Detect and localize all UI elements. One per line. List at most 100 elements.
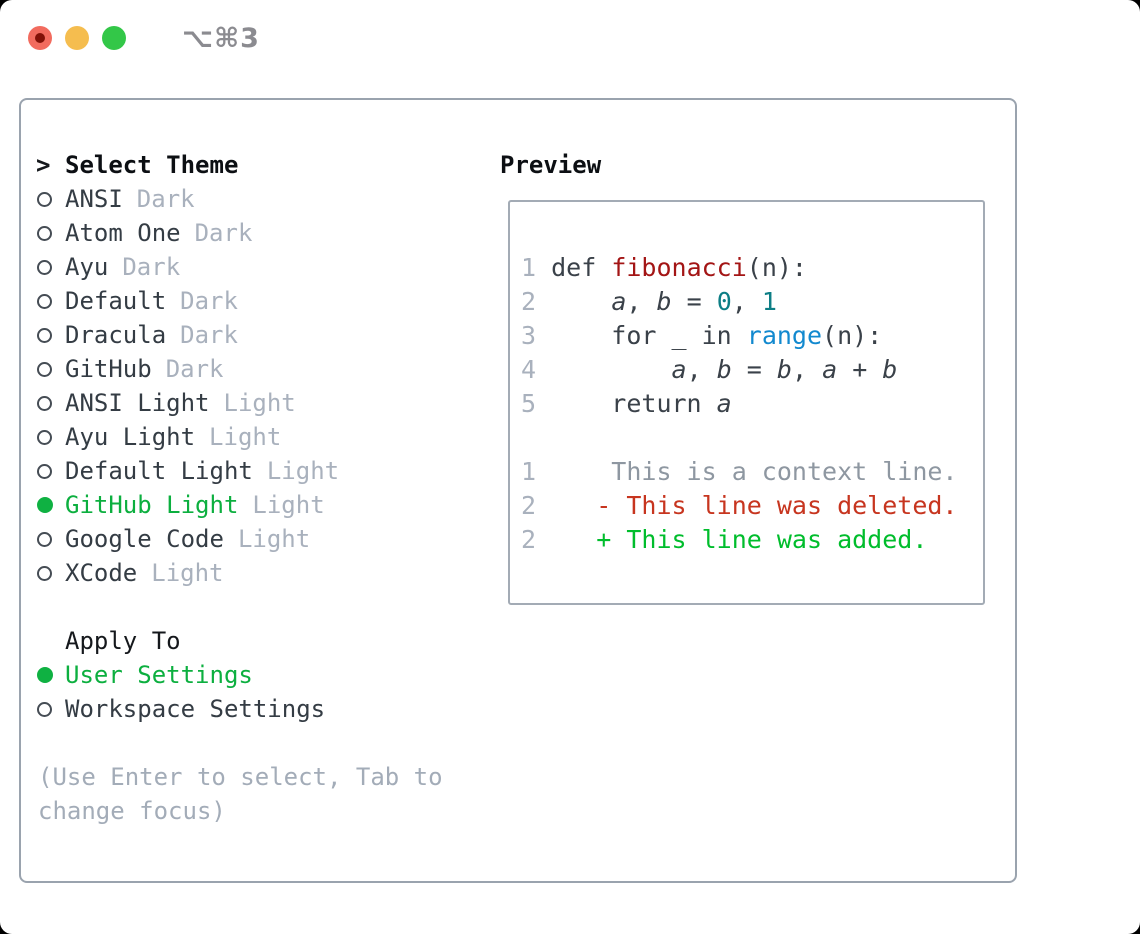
- apply-option-user-settings[interactable]: User Settings: [36, 658, 476, 692]
- marker-slot: [36, 701, 65, 717]
- marker-slot: [36, 667, 65, 683]
- code-token-var: b: [776, 355, 792, 384]
- code-token-deleted: - This line was deleted.: [551, 491, 958, 520]
- code-token-context: This is a context line.: [551, 457, 958, 486]
- apply-option-workspace-settings[interactable]: Workspace Settings: [36, 692, 476, 726]
- theme-name: Atom One: [65, 219, 181, 247]
- code-token-var: b: [716, 355, 732, 384]
- theme-name: Ayu: [65, 253, 109, 281]
- radio-icon: [37, 565, 52, 581]
- code-token-plain: return: [551, 389, 717, 418]
- theme-variant-tag: Dark: [194, 219, 253, 247]
- spacer: [36, 590, 476, 624]
- marker-slot: [36, 429, 65, 445]
- close-dot-icon: [35, 33, 45, 43]
- close-button[interactable]: [28, 26, 52, 50]
- theme-variant-tag: Light: [151, 559, 224, 587]
- code-token-plain: +: [837, 355, 883, 384]
- code-token-var: a: [716, 389, 732, 418]
- code-token-plain: [551, 355, 671, 384]
- code-line: [521, 421, 983, 455]
- code-token-builtin: range: [746, 321, 823, 350]
- theme-name: XCode: [65, 559, 138, 587]
- line-number: 5: [521, 389, 537, 418]
- theme-name: Ayu Light: [65, 423, 196, 451]
- radio-icon: [37, 259, 52, 275]
- theme-variant-tag: Dark: [165, 355, 224, 383]
- prompt-icon: >: [36, 151, 51, 179]
- code-token-plain: [551, 287, 611, 316]
- code-token-plain: =: [671, 287, 717, 316]
- code-line: 1 This is a context line.: [521, 455, 983, 489]
- theme-name: GitHub: [65, 355, 152, 383]
- code-token-plain: for _ in: [551, 321, 747, 350]
- theme-name: Default: [65, 287, 167, 315]
- help-text: (Use Enter to select, Tab to change focu…: [36, 760, 476, 828]
- theme-option-xcode[interactable]: XCode Light: [36, 556, 476, 590]
- code-token-var: b: [882, 355, 898, 384]
- theme-name: Default Light: [65, 457, 253, 485]
- code-token-plain: ,: [686, 355, 717, 384]
- theme-variant-tag: Light: [252, 491, 325, 519]
- theme-name: ANSI: [65, 185, 123, 213]
- radio-icon: [37, 225, 52, 241]
- code-token-var: a: [671, 355, 687, 384]
- marker-slot: [36, 463, 65, 479]
- radio-icon: [37, 429, 52, 445]
- code-line: 5 return a: [521, 387, 983, 421]
- radio-selected-icon: [37, 667, 53, 683]
- apply-option-label: Workspace Settings: [65, 695, 326, 723]
- theme-variant-tag: Light: [209, 423, 282, 451]
- theme-option-ayu[interactable]: Ayu Dark: [36, 250, 476, 284]
- code-line: 3 for _ in range(n):: [521, 319, 983, 353]
- line-number: 2: [521, 525, 537, 554]
- theme-option-ansi-light[interactable]: ANSI Light Light: [36, 386, 476, 420]
- select-theme-header-label: Select Theme: [65, 151, 239, 179]
- preview-header-label: Preview: [500, 151, 602, 179]
- code-token-added: + This line was added.: [551, 525, 928, 554]
- code-token-plain: =: [731, 355, 777, 384]
- code-token-number: 0: [716, 287, 732, 316]
- spacer: [36, 726, 476, 760]
- theme-option-ayu-light[interactable]: Ayu Light Light: [36, 420, 476, 454]
- theme-option-ansi[interactable]: ANSI Dark: [36, 182, 476, 216]
- theme-variant-tag: Light: [266, 457, 340, 485]
- theme-variant-tag: Dark: [180, 321, 238, 349]
- line-number: 2: [521, 491, 537, 520]
- marker-slot: [36, 191, 65, 207]
- theme-option-atom-one[interactable]: Atom One Dark: [36, 216, 476, 250]
- select-theme-header: > Select Theme: [36, 148, 476, 182]
- line-number: 3: [521, 321, 537, 350]
- code-token-plain: (n):: [746, 253, 807, 282]
- theme-variant-tag: Dark: [122, 253, 181, 281]
- code-token-plain: (n):: [822, 321, 883, 350]
- theme-variant-tag: Dark: [136, 185, 195, 213]
- code-line: 2 - This line was deleted.: [521, 489, 983, 523]
- radio-icon: [37, 293, 52, 309]
- help-line-2: change focus): [38, 797, 226, 825]
- marker-slot: [36, 497, 65, 513]
- theme-variant-tag: Light: [237, 525, 311, 553]
- theme-name: ANSI Light: [65, 389, 210, 417]
- line-number: 4: [521, 355, 537, 384]
- code-token-number: 1: [761, 287, 777, 316]
- theme-option-github[interactable]: GitHub Dark: [36, 352, 476, 386]
- theme-variant-tag: Light: [223, 389, 296, 417]
- radio-icon: [37, 327, 52, 343]
- code-line: 2 a, b = 0, 1: [521, 285, 983, 319]
- marker-slot: [36, 531, 65, 547]
- theme-option-default-light[interactable]: Default Light Light: [36, 454, 476, 488]
- maximize-button[interactable]: [102, 26, 126, 50]
- marker-slot: [36, 361, 65, 377]
- radio-icon: [37, 701, 52, 717]
- minimize-button[interactable]: [65, 26, 89, 50]
